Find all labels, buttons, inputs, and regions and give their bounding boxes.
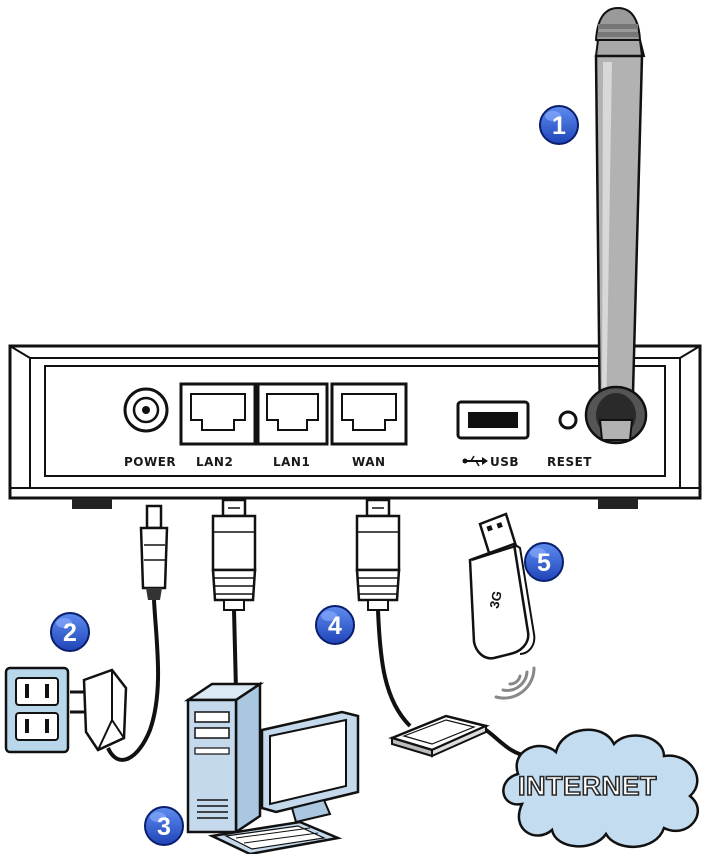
svg-text:5: 5: [537, 549, 551, 577]
wireless-signal-icon: [494, 666, 536, 700]
power-cable: [106, 599, 161, 762]
lan1-port: [256, 382, 329, 446]
wan-port: [330, 382, 408, 446]
usb-label: USB: [490, 455, 519, 469]
reset-button: [558, 410, 578, 430]
usb-port: [456, 400, 530, 440]
power-plug: [139, 504, 169, 600]
antenna: [584, 6, 648, 445]
svg-text:4: 4: [328, 612, 342, 640]
router-foot-left: [72, 498, 112, 509]
usb-3g-label: 3G: [486, 590, 504, 610]
reset-label: RESET: [547, 455, 592, 469]
svg-text:3: 3: [157, 813, 171, 841]
callout-5: 5: [524, 542, 564, 582]
lan-cable-connector: [211, 498, 257, 611]
wan-label: WAN: [352, 455, 386, 469]
power-jack: [123, 387, 169, 433]
keyboard: [207, 820, 343, 854]
modem: [388, 714, 490, 758]
callout-3: 3: [144, 806, 184, 846]
wan-cable: [376, 609, 412, 728]
svg-text:1: 1: [552, 112, 566, 140]
computer-tower: [183, 681, 265, 835]
usb-symbol-icon: [462, 455, 488, 467]
wall-outlet: [4, 666, 70, 754]
lan2-port: [179, 382, 257, 446]
lan-cable: [232, 609, 238, 691]
usb-3g-modem: [468, 512, 536, 660]
internet-cloud: [502, 728, 699, 848]
computer-monitor: [260, 710, 360, 824]
internet-label: INTERNET: [518, 771, 657, 801]
callout-2: 2: [50, 612, 90, 652]
lan2-label: LAN2: [196, 455, 233, 469]
svg-text:2: 2: [63, 619, 77, 647]
power-adapter: [70, 668, 128, 752]
wan-cable-connector: [355, 498, 401, 611]
router-foot-right: [598, 498, 638, 509]
lan1-label: LAN1: [273, 455, 310, 469]
callout-4: 4: [315, 605, 355, 645]
power-label: POWER: [124, 455, 176, 469]
callout-1: 1: [539, 105, 579, 145]
